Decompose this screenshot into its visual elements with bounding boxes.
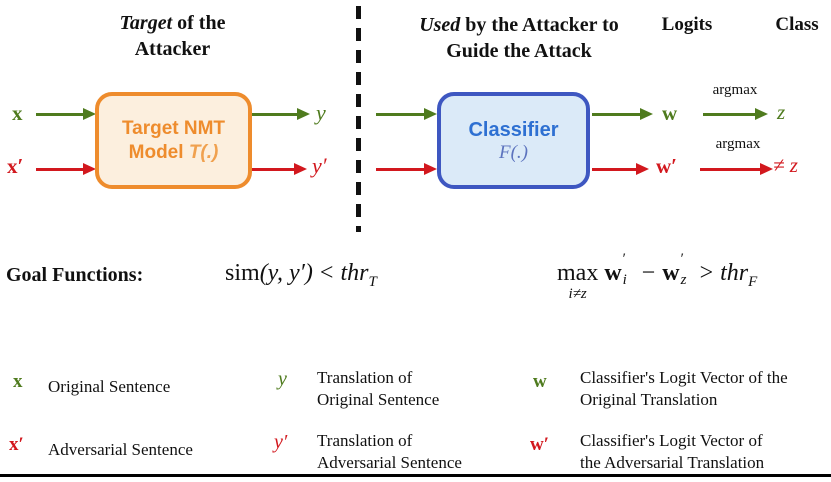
legend-symbol-w: w [533, 371, 547, 392]
prime-mark: ′ [680, 251, 684, 267]
right-section-title: Used by the Attacker to Guide the Attack [380, 12, 658, 64]
argmax-label-top: argmax [712, 82, 758, 98]
arrow-into-classifier-bottom [376, 163, 437, 175]
max-operator: max [557, 260, 599, 286]
legend-symbol-y: y [278, 368, 287, 390]
nmt-box-model-word: Model [128, 141, 184, 163]
left-title-emphasis: Target [119, 12, 173, 34]
z-label: z [777, 100, 786, 124]
arrow-w-prime-argmax-to-neq-z [700, 163, 773, 175]
section-divider-dashed [356, 6, 361, 232]
threshold-symbol-t: thr [340, 260, 369, 286]
x-label: x [12, 101, 23, 125]
goal-formula-similarity: sim(y, y′)<thrT [225, 260, 377, 291]
w-prime-i-symbol: w [604, 260, 622, 286]
max-condition: i≠z [568, 286, 587, 302]
legend-symbol-w-prime: w′ [530, 434, 550, 455]
arrow-classifier-to-w [592, 108, 653, 120]
class-column-header: Class [775, 14, 819, 35]
legend-text-x-prime: Adversarial Sentence [48, 440, 193, 459]
threshold-subscript-t: T [368, 273, 377, 290]
w-prime-i-scripts: ′i [622, 251, 635, 288]
y-label: y [316, 100, 326, 125]
neq-z-label: ≠ z [773, 153, 798, 177]
right-title-emphasis: Used [419, 14, 461, 36]
sim-operator: sim [225, 260, 260, 286]
x-prime-label: x′ [7, 154, 24, 178]
logits-column-header: Logits [661, 14, 713, 35]
threshold-subscript-f: F [748, 273, 758, 290]
w-prime-label: w′ [656, 154, 678, 178]
minus-sign: − [641, 260, 656, 286]
target-nmt-model-box: Target NMT Model T(.) [95, 92, 252, 189]
bottom-rule [0, 474, 831, 477]
argmax-label-bottom: argmax [715, 136, 761, 152]
right-title-line2: Guide the Attack [446, 40, 592, 62]
arrow-into-classifier-top [376, 108, 437, 120]
arrow-nmt-to-y [252, 108, 310, 120]
nmt-box-title-line1: Target NMT [121, 117, 226, 139]
right-title-rest: by the Attacker to [460, 14, 619, 36]
arrow-x-prime-to-nmt [36, 163, 96, 175]
legend-symbol-x: x [13, 371, 23, 392]
left-title-line2: Attacker [134, 38, 211, 60]
classifier-box-title: Classifier [468, 118, 559, 141]
arrow-classifier-to-w-prime [592, 163, 649, 175]
nmt-box-function-notation: T(.) [188, 141, 219, 163]
less-than-sign: < [319, 260, 334, 286]
legend-text-x: Original Sentence [48, 377, 171, 396]
w-label: w [662, 101, 678, 125]
legend-symbol-x-prime: x′ [9, 434, 24, 455]
classifier-box-function-notation: F(.) [498, 141, 528, 163]
w-prime-z-scripts: ′z [680, 251, 693, 288]
arrow-x-to-nmt [36, 108, 96, 120]
classifier-box: Classifier F(.) [437, 92, 590, 189]
nmt-box-title-line2: Model T(.) [129, 141, 219, 165]
legend-symbol-y-prime: y′ [274, 431, 288, 453]
arrow-nmt-to-y-prime [252, 163, 307, 175]
subscript-i: i [622, 272, 627, 288]
left-title-rest: of the [172, 12, 226, 34]
goal-functions-label: Goal Functions: [6, 264, 144, 286]
arrow-w-argmax-to-z [703, 108, 768, 120]
subscript-z: z [680, 272, 687, 288]
w-prime-z-symbol: w [662, 260, 680, 286]
greater-than-sign: > [699, 260, 714, 286]
threshold-symbol-f: thr [720, 260, 749, 286]
sim-arguments: (y, y′) [259, 260, 313, 286]
y-prime-label: y′ [312, 153, 327, 178]
prime-mark: ′ [622, 251, 626, 267]
left-section-title: Target of the Attacker [75, 10, 270, 62]
